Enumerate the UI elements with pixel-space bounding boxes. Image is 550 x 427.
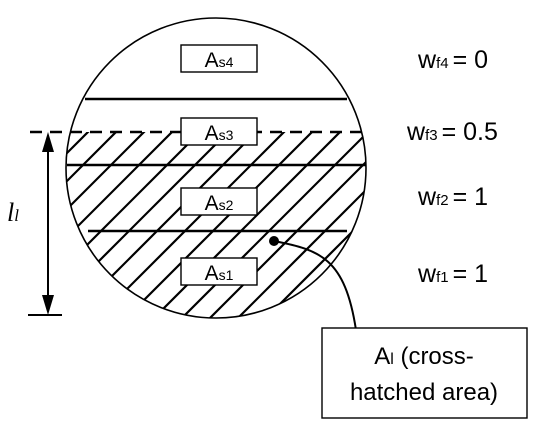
hatch-line bbox=[532, 100, 550, 360]
hatch-line bbox=[0, 100, 36, 360]
segment-label-s1: As1 bbox=[180, 257, 258, 286]
hatch-line bbox=[0, 100, 8, 360]
svg-text:As3: As3 bbox=[205, 122, 234, 145]
segment-label-s2: As2 bbox=[180, 187, 258, 216]
callout-leader-line bbox=[273, 240, 357, 331]
segment-label-s3: As3 bbox=[180, 117, 258, 146]
hatch-line bbox=[65, 132, 149, 318]
weight-label-f3: wf3= 0.5 bbox=[406, 118, 498, 146]
svg-text:hatched area): hatched area) bbox=[350, 379, 498, 406]
hatch-line bbox=[65, 132, 121, 318]
weight-label-f2: wf2= 1 bbox=[417, 183, 488, 211]
weight-label-f4: wf4= 0 bbox=[417, 46, 488, 74]
svg-text:As2: As2 bbox=[205, 192, 234, 215]
pipe-cross-section-circle bbox=[65, 17, 367, 319]
segment-label-s4: As4 bbox=[180, 44, 258, 73]
svg-text:As4: As4 bbox=[205, 49, 234, 72]
hatch-line bbox=[0, 100, 64, 360]
level-height-arrow bbox=[28, 132, 62, 316]
weight-label-f1: wf1= 1 bbox=[417, 260, 488, 288]
callout-box: Al (cross- hatched area) bbox=[321, 327, 528, 419]
hatch-line bbox=[65, 132, 177, 318]
level-height-label: ll bbox=[7, 198, 19, 227]
svg-text:Al (cross-: Al (cross- bbox=[374, 343, 474, 370]
svg-text:As1: As1 bbox=[205, 262, 234, 285]
hatch-line bbox=[504, 100, 550, 360]
